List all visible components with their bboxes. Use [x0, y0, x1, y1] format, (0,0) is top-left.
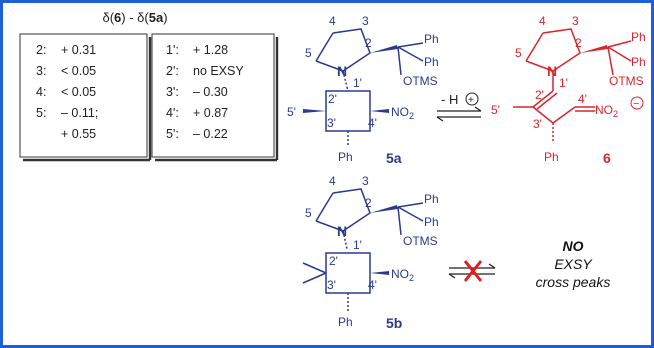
svg-text:5: 5	[305, 46, 312, 60]
svg-text:2: 2	[365, 36, 372, 50]
molecule-5a	[303, 28, 424, 147]
svg-text:Ph: Ph	[631, 30, 646, 44]
svg-text:Ph: Ph	[424, 32, 439, 46]
molecule-5a-labels: 4 3 5 2 N Ph Ph OTMS 1' 2' 5' 3' 4' NO2 …	[287, 14, 439, 166]
svg-text:Ph: Ph	[424, 192, 439, 206]
svg-text:5': 5'	[491, 103, 500, 117]
svg-text:4': 4'	[578, 92, 587, 106]
svg-text:+: +	[468, 95, 474, 106]
left-row-val: + 0.31	[61, 43, 96, 57]
svg-text:NO2: NO2	[391, 105, 414, 121]
right-row-pos: 2':	[166, 64, 179, 78]
svg-text:−: −	[633, 98, 639, 110]
svg-text:2': 2'	[328, 92, 337, 106]
svg-text:1': 1'	[353, 238, 362, 252]
svg-text:4: 4	[539, 14, 546, 28]
label-6: 6	[603, 150, 611, 166]
svg-text:3': 3'	[327, 278, 336, 292]
left-row-val: + 0.55	[61, 127, 96, 141]
no-exsy-caption: NO EXSY cross peaks	[536, 238, 611, 290]
svg-text:OTMS: OTMS	[403, 234, 438, 248]
right-row-pos: 4':	[166, 106, 179, 120]
right-row-val: no EXSY	[193, 64, 244, 78]
right-row-val: – 0.30	[193, 85, 228, 99]
svg-text:1': 1'	[353, 76, 362, 90]
left-row-pos: 4:	[36, 85, 46, 99]
svg-text:N: N	[337, 63, 347, 79]
left-table-box	[19, 33, 148, 158]
svg-text:2': 2'	[329, 254, 338, 268]
svg-text:NO2: NO2	[391, 267, 414, 283]
svg-text:4: 4	[329, 14, 336, 28]
svg-text:3: 3	[362, 174, 369, 188]
shift-difference-table: δ(6) - δ(5a) 2: + 0.31 3: < 0.05 4: < 0.…	[19, 10, 279, 162]
svg-text:5': 5'	[287, 105, 296, 119]
right-row-pos: 1':	[166, 43, 179, 57]
right-row-pos: 3':	[166, 85, 179, 99]
svg-text:OTMS: OTMS	[609, 74, 644, 88]
table-header: δ(6) - δ(5a)	[102, 10, 167, 25]
left-row-val: – 0.11;	[61, 106, 98, 120]
svg-text:Ph: Ph	[544, 150, 559, 164]
svg-text:Ph: Ph	[424, 215, 439, 229]
molecule-5b-labels: 4 3 5 2 N Ph Ph OTMS 1' 2' 3' 4' NO2 Ph …	[305, 174, 439, 331]
svg-text:Ph: Ph	[424, 55, 439, 69]
molecule-6-labels: 4 3 5 2 N Ph Ph OTMS 1' 2' 5' 3' 4' NO2 …	[491, 14, 646, 166]
left-row-val: < 0.05	[61, 85, 96, 99]
svg-text:3': 3'	[533, 117, 542, 131]
molecule-6	[513, 28, 632, 143]
svg-text:NO2: NO2	[595, 103, 618, 119]
right-row-val: – 0.22	[193, 127, 228, 141]
svg-text:NO: NO	[563, 238, 584, 254]
svg-text:4: 4	[329, 174, 336, 188]
left-row-pos: 3:	[36, 64, 46, 78]
svg-text:2: 2	[365, 196, 372, 210]
svg-text:3: 3	[572, 14, 579, 28]
molecule-5b	[302, 188, 424, 311]
svg-text:Ph: Ph	[338, 315, 353, 329]
blocked-equilibrium	[448, 260, 496, 282]
label-5a: 5a	[386, 150, 402, 166]
svg-text:5: 5	[305, 206, 312, 220]
svg-text:OTMS: OTMS	[403, 74, 438, 88]
label-5b: 5b	[386, 315, 402, 331]
svg-text:- H: - H	[441, 92, 458, 107]
right-table-box	[151, 33, 275, 158]
svg-text:1': 1'	[559, 76, 568, 90]
svg-text:N: N	[547, 63, 557, 79]
left-row-pos: 5:	[36, 106, 46, 120]
svg-text:4': 4'	[368, 278, 377, 292]
right-row-val: + 0.87	[193, 106, 228, 120]
svg-text:EXSY: EXSY	[554, 256, 593, 272]
equilibrium-arrows: - H +	[436, 92, 482, 122]
svg-text:N: N	[337, 223, 347, 239]
svg-text:3': 3'	[327, 116, 336, 130]
right-row-val: + 1.28	[193, 43, 228, 57]
svg-text:4': 4'	[368, 116, 377, 130]
svg-text:Ph: Ph	[631, 55, 646, 69]
left-row-val: < 0.05	[61, 64, 96, 78]
svg-text:3: 3	[362, 14, 369, 28]
svg-text:cross peaks: cross peaks	[536, 274, 611, 290]
left-row-pos: 2:	[36, 43, 46, 57]
svg-text:2': 2'	[535, 88, 544, 102]
svg-text:5: 5	[515, 46, 522, 60]
figure-canvas: δ(6) - δ(5a) 2: + 0.31 3: < 0.05 4: < 0.…	[19, 10, 646, 331]
right-row-pos: 5':	[166, 127, 179, 141]
svg-text:Ph: Ph	[338, 150, 353, 164]
svg-text:2: 2	[575, 36, 582, 50]
